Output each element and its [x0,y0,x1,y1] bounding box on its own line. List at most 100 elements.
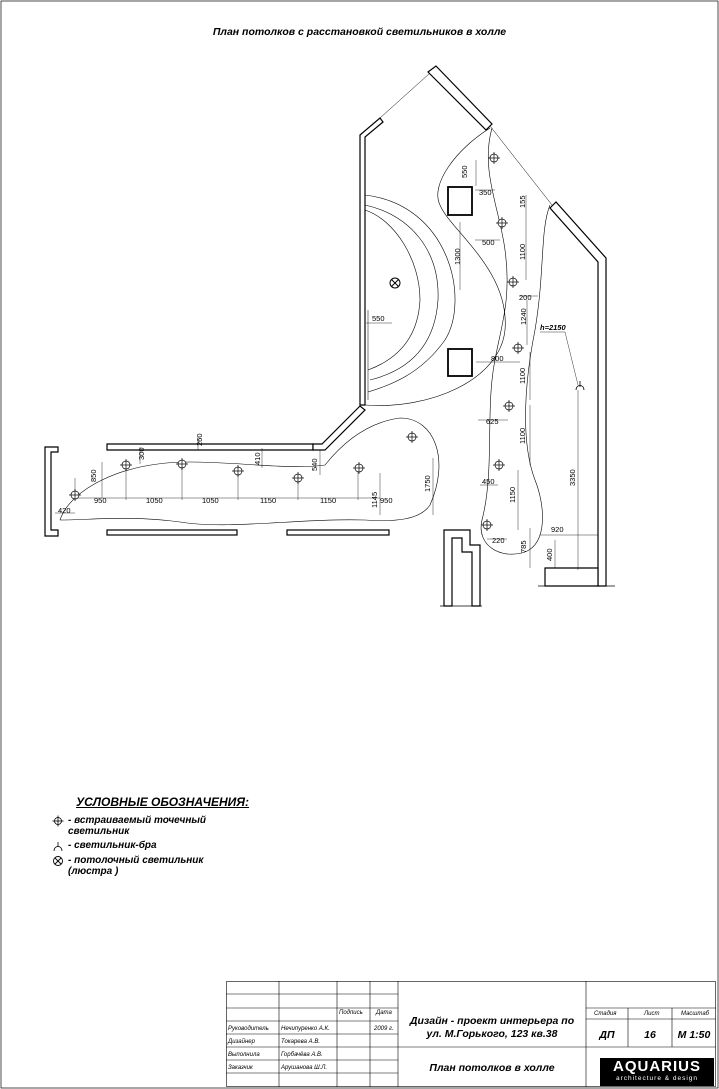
dim-label: 155 [518,195,527,208]
dim-label: 850 [89,469,98,482]
spotlight [481,519,493,531]
dim-label: 420 [58,506,71,515]
legend-heading: УСЛОВНЫЕ ОБОЗНАЧЕНИЯ: [76,795,250,809]
wall-bottom-1 [106,529,238,536]
spotlight [69,489,81,501]
dim-label: 920 [551,525,564,534]
spotlight [507,276,519,288]
spotlight [406,431,418,443]
stamp-project: Дизайн - проект интерьера по ул. М.Горьк… [409,1015,575,1040]
ceiling-box-upper [447,186,473,216]
wall-sconce-icon [575,381,585,391]
stamp-sheet-title: План потолков в холле [429,1062,555,1074]
dim-label: 625 [486,417,499,426]
dim-label: 500 [482,238,495,247]
dim-label: 550 [372,314,385,323]
stamp-date: 2009 г. [374,1026,394,1032]
dim-label: 1150 [260,496,276,505]
ceiling-contours [59,127,551,555]
stamp-name: Токарева А.В. [281,1039,320,1045]
spotlight [493,459,505,471]
stamp-role: Дизайнер [228,1039,255,1045]
wall-left-upper [359,117,384,406]
stamp-name: Нечипуренко А.К. [281,1026,330,1032]
dim-label: 950 [94,496,107,505]
dim-label: 1750 [423,475,432,492]
stamp-name: Арушанова Ш.Л. [281,1065,328,1071]
dim-label: 410 [253,452,262,465]
dim-label: 350 [479,188,492,197]
page-title: План потолков с расстановкой светильнико… [212,26,507,38]
spotlight [120,459,132,471]
legend-item-label: - потолочный светильник (люстра ) [68,855,204,877]
wall-horizontal-left [44,446,59,537]
walls [44,65,607,607]
spotlight [488,152,500,164]
chandelier-icon [389,277,401,289]
dim-label: 540 [310,458,319,471]
dim-label: 1100 [518,244,527,260]
legend-item-label: - встраиваемый точечный светильник [68,815,207,837]
wall-column [443,529,481,607]
dim-label: 1150 [508,487,517,503]
dimension-labels: 550 350 155 1100 500 1300 200 1240 550 h… [58,165,577,561]
recessed-spotlight-icon [52,815,64,827]
wall-right-bottom [544,567,599,587]
dim-label: 550 [460,165,469,178]
spotlight [496,217,508,229]
stamp-col-signature: Подпись [339,1010,363,1016]
legend: УСЛОВНЫЕ ОБОЗНАЧЕНИЯ: - встраиваемый точ… [50,795,310,880]
wall-sconce-icon [53,842,63,852]
spotlight [503,400,515,412]
spotlight [353,462,365,474]
stamp-role: Выполнила [228,1052,260,1058]
stamp-stage-label: Стадия [594,1011,617,1017]
dim-label: 3350 [568,469,577,486]
stamp-sheet-no: 16 [644,1029,656,1041]
stamp-scale-label: Масштаб [681,1011,710,1017]
stamp-name: Горбачёва А.В. [281,1052,323,1058]
stamp-sheet-label: Лист [644,1011,660,1017]
dim-label: 1100 [518,368,527,384]
dim-label: 950 [380,496,393,505]
dimension-lines [55,160,598,570]
legend-item-spotlight: - встраиваемый точечный светильник [50,815,310,837]
dim-label: h=2150 [540,323,566,332]
stamp-scale: М 1:50 [677,1029,711,1041]
logo-main: AQUARIUS [612,1058,701,1075]
dim-label: 450 [482,477,495,486]
dim-label: 260 [195,433,204,446]
wall-bottom-2 [286,529,390,536]
legend-item-sconce: - светильник-бра [50,840,310,852]
dim-label: 200 [519,293,532,302]
dim-label: 220 [492,536,505,545]
dim-label: 785 [519,540,528,553]
dim-label: 1145 [370,492,379,508]
legend-item-chandelier: - потолочный светильник (люстра ) [50,855,310,877]
dim-label: 1240 [519,308,528,325]
ceiling-box-lower [447,348,473,377]
chandelier-icon [53,856,63,866]
spotlight [292,472,304,484]
dim-label: 1050 [202,496,219,505]
logo-sub: architecture & design [615,1075,699,1082]
dim-label: 1300 [453,248,462,265]
dim-label: 800 [491,354,504,363]
spotlight [232,465,244,477]
title-block: Подпись Дата Руководитель Нечипуренко А.… [226,981,716,1087]
wall-top-angled [427,65,493,131]
dim-label: 1150 [320,496,336,505]
dim-label: 400 [545,548,554,561]
legend-item-label: - светильник-бра [68,840,157,851]
spotlights [69,152,524,531]
dim-label: 1100 [518,428,527,444]
stamp-col-date: Дата [376,1010,392,1016]
stamp-role: Руководитель [228,1026,269,1032]
dim-label: 300 [137,447,146,460]
stamp-stage: ДП [599,1029,615,1041]
aquarius-logo: AQUARIUS architecture & design [600,1058,714,1086]
spotlight [512,342,524,354]
